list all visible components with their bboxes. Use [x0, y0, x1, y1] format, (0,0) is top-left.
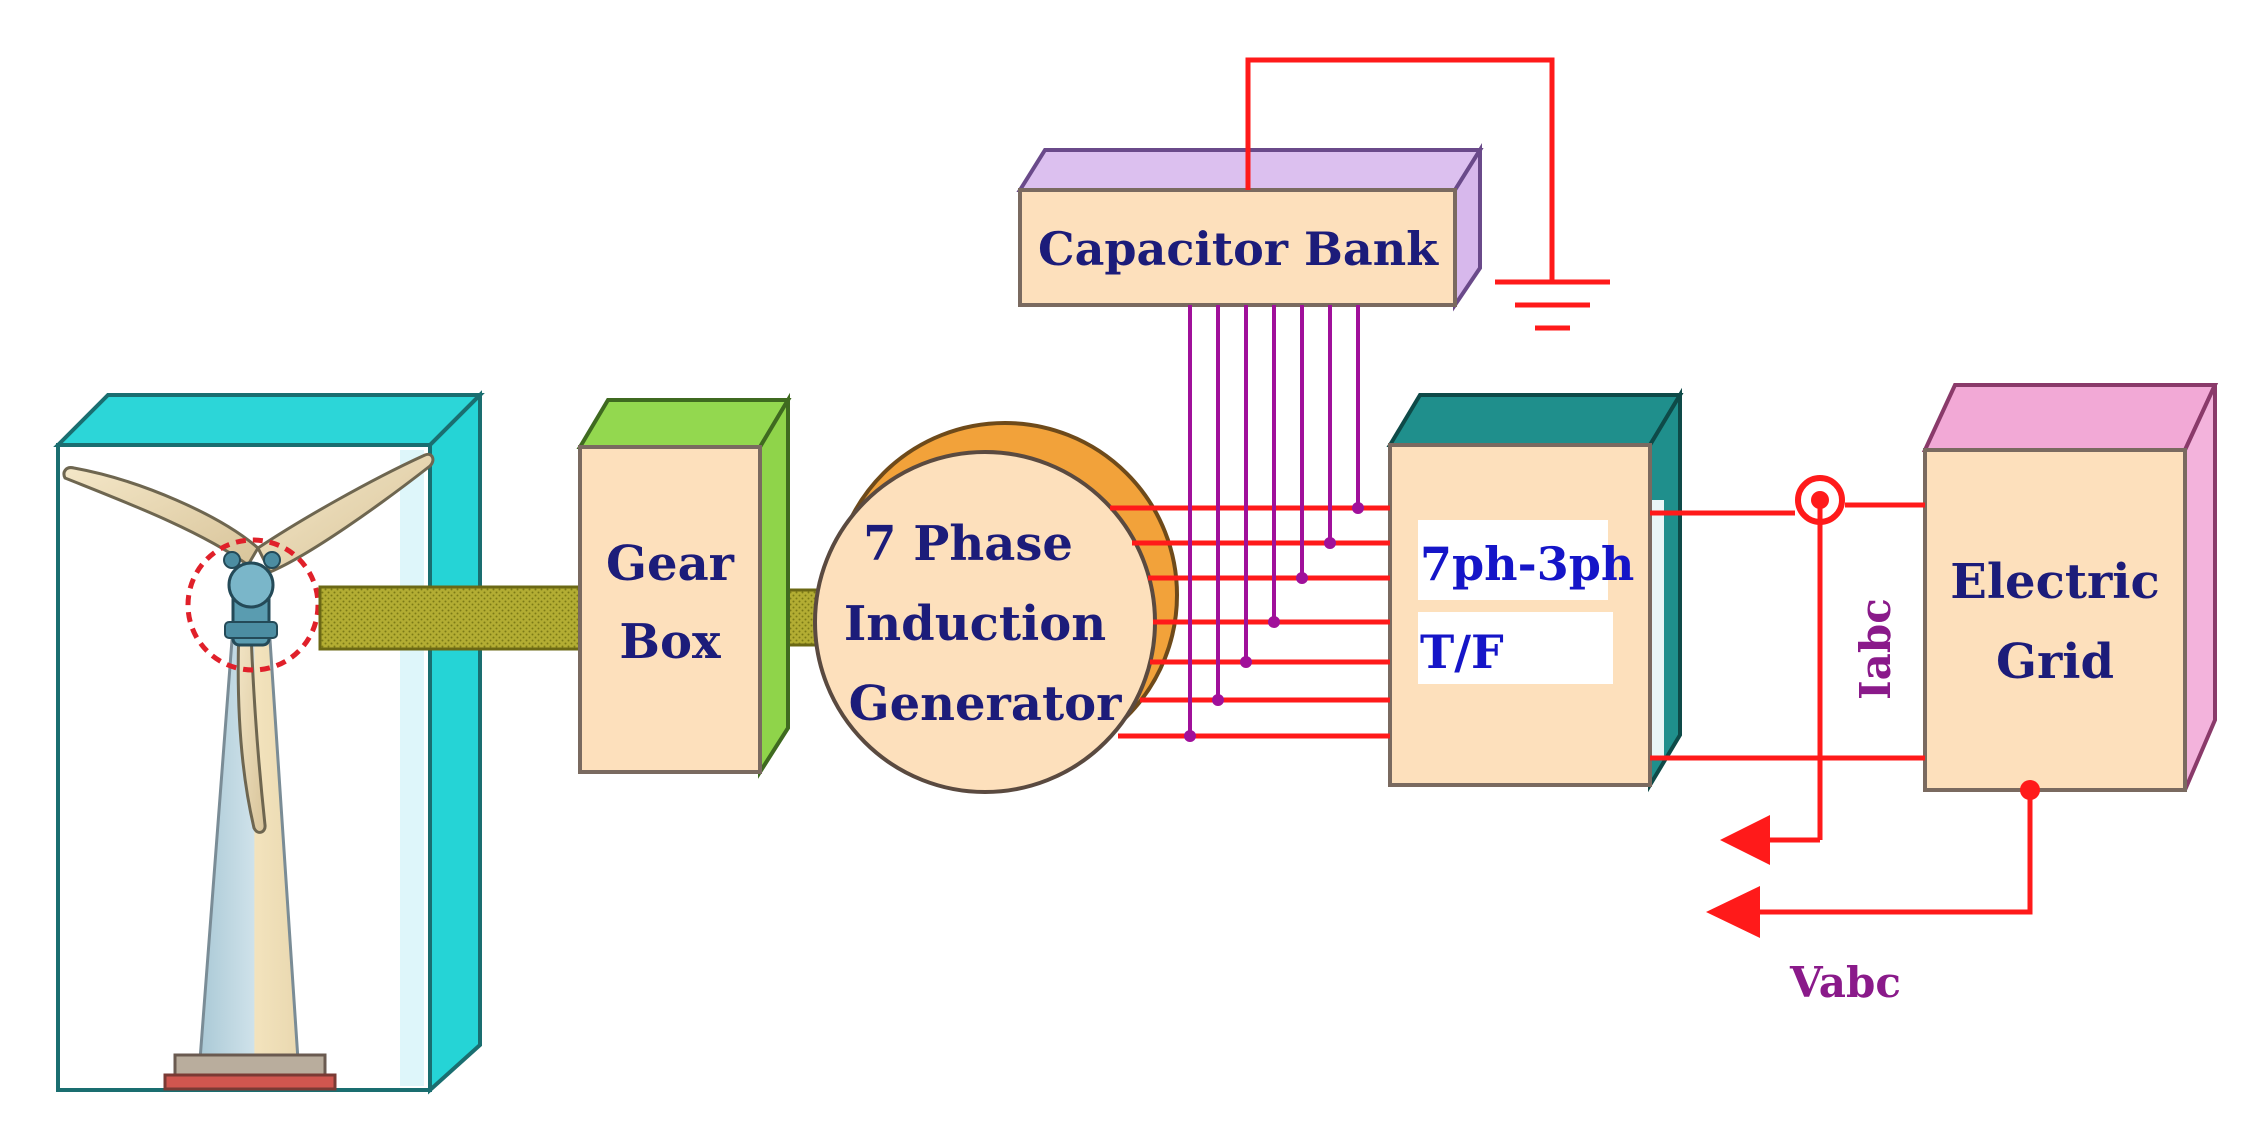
main-shaft — [318, 585, 584, 651]
gear-box-label-line2: Box — [619, 614, 721, 670]
grid-label-line2: Grid — [1996, 634, 2114, 690]
transformer-label-line1: 7ph-3ph — [1420, 537, 1634, 591]
turbine-blade-right — [256, 452, 435, 574]
wind-turbine-block — [53, 390, 485, 1095]
wind-frame-side — [428, 390, 482, 1095]
turbine-blade-left — [62, 466, 260, 568]
grid-face — [1923, 448, 2187, 792]
voltage-arrow-head — [1706, 886, 1760, 938]
turbine-hub — [227, 561, 275, 609]
gear-box-block: Gear Box — [576, 392, 792, 779]
generator-label-line3: Generator — [849, 676, 1123, 732]
transformer-block: 7ph-3ph T/F — [1386, 387, 1684, 793]
gear-box-label-line1: Gear — [606, 536, 735, 592]
induction-generator-block: 7 Phase Induction Generator — [813, 421, 1179, 794]
three-phase-lines — [1650, 475, 2033, 915]
current-signal-label: Iabc — [1851, 598, 1900, 700]
turbine-blade-down — [236, 597, 267, 834]
transformer-label-line2: T/F — [1420, 625, 1504, 679]
current-arrow-head — [1720, 815, 1770, 865]
capacitor-taps — [1188, 305, 1360, 736]
voltage-tap-dot — [2020, 780, 2040, 800]
electric-grid-block: Electric Grid — [1921, 383, 2219, 792]
capacitor-tap-junctions — [1184, 502, 1364, 742]
generator-label-line1: 7 Phase — [863, 516, 1073, 572]
generator-label-line2: Induction — [844, 596, 1106, 652]
capacitor-bank-face — [1018, 188, 1457, 307]
capacitor-bank-label: Capacitor Bank — [1038, 222, 1439, 276]
hub-highlight-circle — [185, 537, 321, 673]
voltage-measure-line — [1760, 790, 2033, 915]
wind-frame-top — [53, 393, 485, 447]
grid-label-line1: Electric — [1950, 554, 2160, 610]
gear-box-face — [578, 445, 762, 774]
voltage-signal-label: Vabc — [1789, 958, 1901, 1007]
ground-connection — [1245, 57, 1610, 331]
